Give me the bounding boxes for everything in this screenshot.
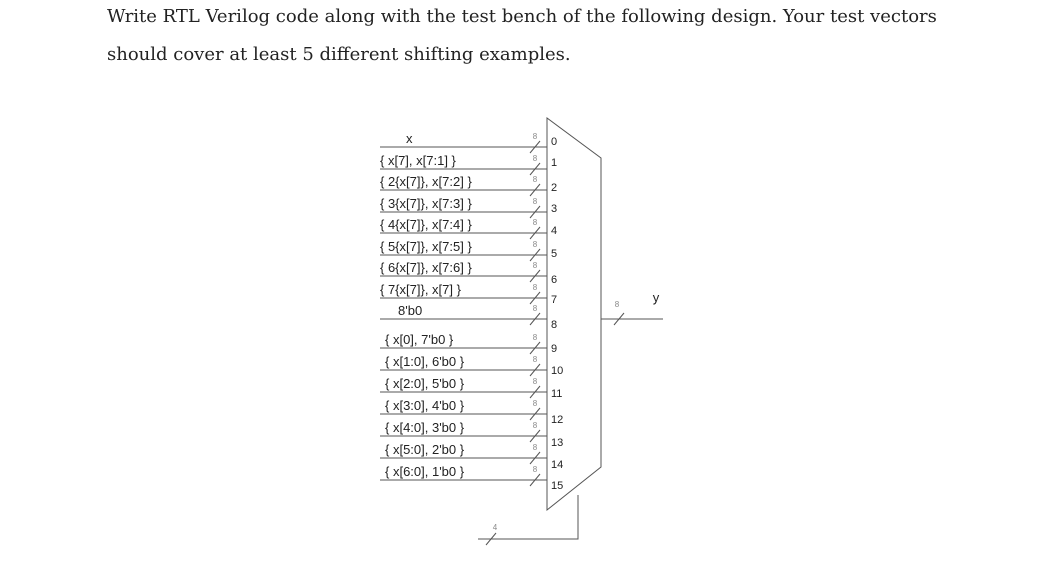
output-label: y <box>653 290 660 305</box>
input-bus-slash-6 <box>529 269 541 283</box>
input-label-11: { x[2:0], 5'b0 } <box>385 376 465 391</box>
input-width-9: 8 <box>533 333 538 342</box>
input-width-15: 8 <box>533 465 538 474</box>
port-number-0: 0 <box>551 136 557 148</box>
mux-inputs: x 8 0 { x[7], x[7:1] } 8 1 { 2{x[7]}, x[7:2] }… <box>380 131 563 492</box>
port-number-3: 3 <box>551 203 557 215</box>
input-bus-slash-8 <box>529 312 541 326</box>
input-bus-slash-9 <box>529 341 541 355</box>
input-bus-slash-15 <box>529 473 541 487</box>
input-label-10: { x[1:0], 6'b0 } <box>385 354 465 369</box>
input-width-8: 8 <box>533 304 538 313</box>
input-width-1: 8 <box>533 154 538 163</box>
port-number-2: 2 <box>551 182 557 194</box>
port-number-7: 7 <box>551 294 557 306</box>
input-width-3: 8 <box>533 197 538 206</box>
input-bus-slash-0 <box>529 140 541 154</box>
input-bus-slash-5 <box>529 248 541 262</box>
port-number-4: 4 <box>551 225 557 237</box>
port-number-8: 8 <box>551 319 557 331</box>
port-number-14: 14 <box>551 459 563 471</box>
input-width-11: 8 <box>533 377 538 386</box>
input-width-13: 8 <box>533 421 538 430</box>
port-number-10: 10 <box>551 365 563 377</box>
select-bus-slash <box>485 532 497 546</box>
input-width-7: 8 <box>533 283 538 292</box>
port-number-6: 6 <box>551 274 557 286</box>
select-line <box>478 495 579 540</box>
input-bus-slash-13 <box>529 429 541 443</box>
input-label-7: { 7{x[7]}, x[7] } <box>380 282 462 297</box>
input-label-3: { 3{x[7]}, x[7:3] } <box>380 196 472 211</box>
input-bus-slash-7 <box>529 291 541 305</box>
input-label-0: x <box>406 131 413 146</box>
port-number-9: 9 <box>551 343 557 355</box>
input-width-2: 8 <box>533 175 538 184</box>
input-width-4: 8 <box>533 218 538 227</box>
input-bus-slash-10 <box>529 363 541 377</box>
port-number-1: 1 <box>551 157 557 169</box>
input-width-6: 8 <box>533 261 538 270</box>
input-bus-slash-11 <box>529 385 541 399</box>
input-label-9: { x[0], 7'b0 } <box>385 332 454 347</box>
port-number-15: 15 <box>551 480 563 492</box>
input-label-2: { 2{x[7]}, x[7:2] } <box>380 174 472 189</box>
input-bus-slash-1 <box>529 162 541 176</box>
input-label-1: { x[7], x[7:1] } <box>380 153 457 168</box>
port-number-11: 11 <box>551 388 562 400</box>
output-width-label: 8 <box>615 300 620 309</box>
input-width-10: 8 <box>533 355 538 364</box>
input-bus-slash-4 <box>529 226 541 240</box>
input-label-12: { x[3:0], 4'b0 } <box>385 398 465 413</box>
input-width-0: 8 <box>533 132 538 141</box>
input-bus-slash-3 <box>529 205 541 219</box>
question-line-2: should cover at least 5 different shifti… <box>107 44 571 65</box>
input-width-14: 8 <box>533 443 538 452</box>
port-number-13: 13 <box>551 437 563 449</box>
port-number-12: 12 <box>551 414 563 426</box>
input-width-12: 8 <box>533 399 538 408</box>
input-bus-slash-12 <box>529 407 541 421</box>
input-bus-slash-14 <box>529 451 541 465</box>
input-label-5: { 5{x[7]}, x[7:5] } <box>380 239 472 254</box>
mux-body <box>546 117 602 512</box>
input-label-8: 8'b0 <box>398 303 422 318</box>
input-width-5: 8 <box>533 240 538 249</box>
input-label-4: { 4{x[7]}, x[7:4] } <box>380 217 472 232</box>
select-width-label: 4 <box>493 523 498 532</box>
input-label-15: { x[6:0], 1'b0 } <box>385 464 465 479</box>
port-number-5: 5 <box>551 248 557 260</box>
output-bus-slash <box>613 312 625 326</box>
input-label-14: { x[5:0], 2'b0 } <box>385 442 465 457</box>
input-label-6: { 6{x[7]}, x[7:6] } <box>380 260 472 275</box>
question-line-1: Write RTL Verilog code along with the te… <box>107 6 937 27</box>
input-label-13: { x[4:0], 3'b0 } <box>385 420 465 435</box>
input-bus-slash-2 <box>529 183 541 197</box>
